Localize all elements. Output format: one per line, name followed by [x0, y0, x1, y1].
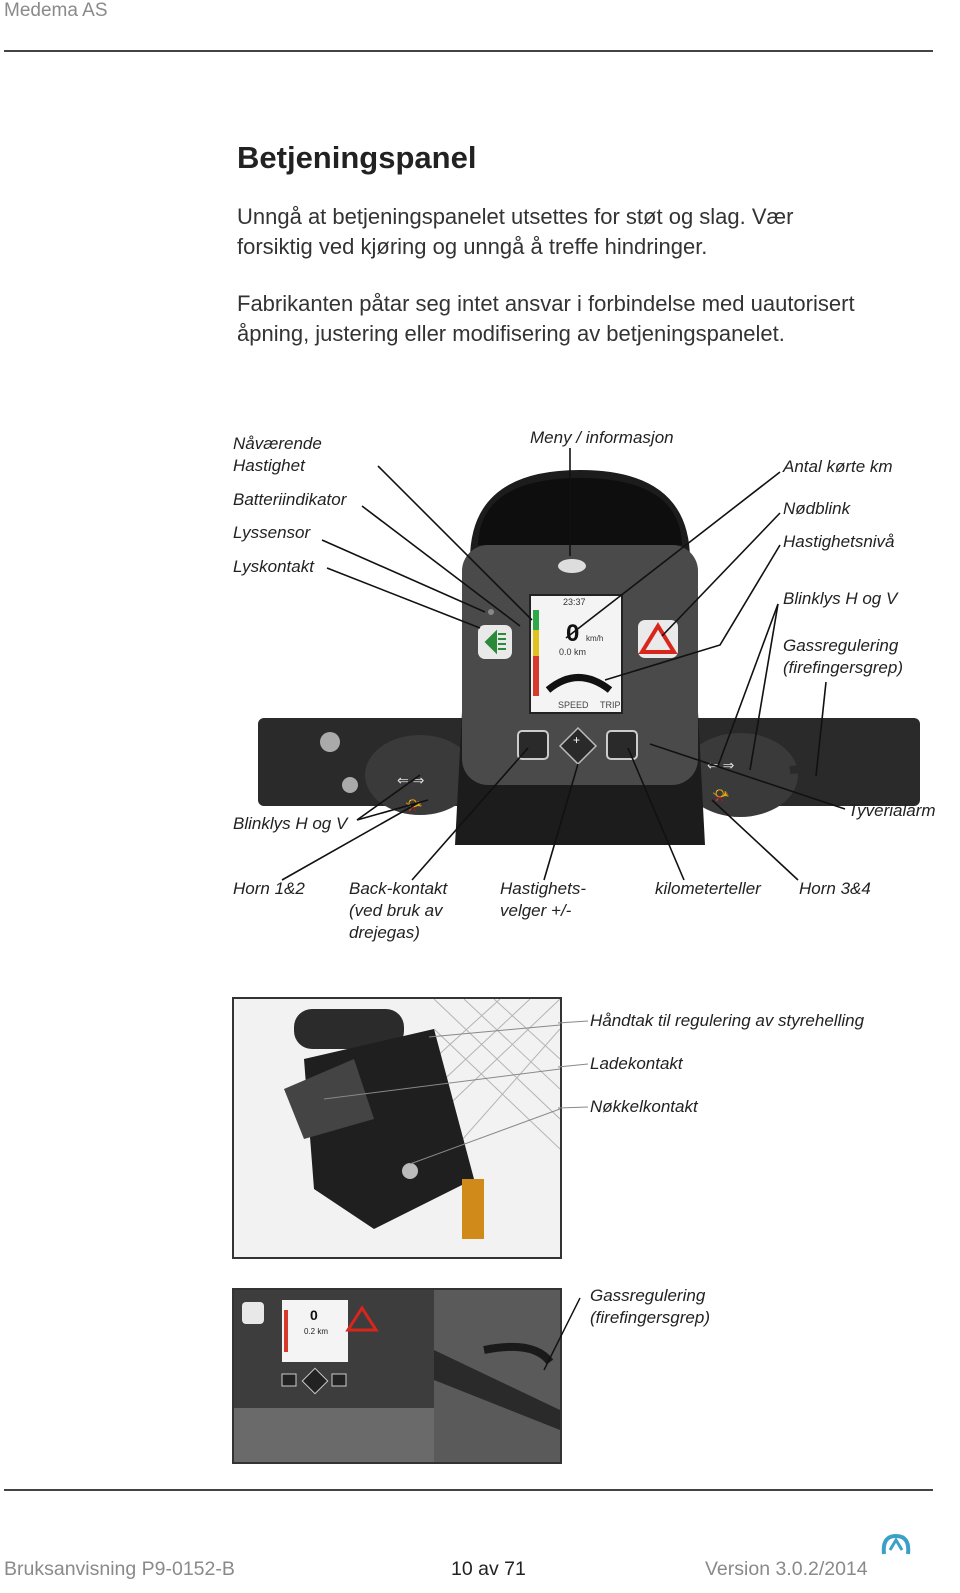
tilt-handle: [294, 1009, 404, 1049]
photo2-leader-lines: [558, 1020, 589, 1109]
panel-hood: [478, 478, 682, 545]
right-horn-icon: 📯: [712, 787, 730, 803]
label-throttle: Gassregulering (firefingersgrep): [783, 635, 903, 679]
label-indicators-left: Blinklys H og V: [233, 814, 348, 833]
display-screen: [529, 594, 623, 714]
left-screw-icon: [320, 732, 340, 752]
intro-paragraph: Unngå at betjeningspanelet utsettes for …: [237, 202, 937, 262]
label-speed-level: Hastighetsnivå: [783, 532, 895, 551]
headlight-icon: [484, 629, 506, 655]
header-divider: [4, 50, 933, 52]
throttle-drawing: 0 0.2 km: [234, 1290, 560, 1462]
plus-icon: +: [573, 733, 580, 747]
menu-sensor-icon: [558, 559, 586, 573]
label-light-sensor: Lyssensor: [233, 523, 311, 542]
speed-bar-yellow: [533, 630, 539, 656]
right-indicator-arrows-icon: ⇐ ⇒: [707, 757, 735, 773]
label-horn-1-2: Horn 1&2: [233, 879, 305, 898]
screen-trip: 0.0 km: [559, 647, 586, 657]
page-title: Betjeningspanel: [237, 140, 477, 175]
photo3-hazard-icon: [345, 1305, 379, 1332]
label-battery: Batteriindikator: [233, 490, 347, 509]
throttle-photo: 0 0.2 km: [232, 1288, 562, 1464]
label-speed-selector-line-2: velger +/-: [500, 901, 572, 920]
label-tilt-handle: Håndtak til regulering av styrehelling: [590, 1011, 865, 1030]
photo3-throttle-lever: [483, 1342, 554, 1365]
label-light-switch: Lyskontakt: [233, 557, 314, 576]
label-speed-selector-line-1: Hastighets-: [500, 879, 586, 898]
label-back-line-2: (ved bruk av: [349, 901, 443, 920]
speed-gauge-arc: [545, 674, 613, 693]
photo3-handlebar: [434, 1350, 560, 1430]
label-current-speed-line-2: Hastighet: [233, 456, 305, 475]
key-switch-icon: [402, 1163, 418, 1179]
screen-unit: km/h: [586, 634, 603, 643]
label-km-driven: Antal kørte km: [783, 457, 893, 476]
label-current-speed-line-1: Nåværende: [233, 434, 322, 453]
label-photo3-throttle: Gassregulering (firefingersgrep): [590, 1285, 710, 1329]
left-indicator-arrows-icon: ⇐ ⇒: [397, 772, 425, 788]
steering-column-photo: [232, 997, 562, 1259]
label-key-switch: Nøkkelkontakt: [590, 1097, 698, 1116]
label-back-switch: Back-kontakt (ved bruk av drejegas): [349, 878, 447, 944]
basket-mesh: [433, 999, 560, 1150]
label-charge-port: Ladekontakt: [590, 1054, 683, 1073]
medema-logo-icon: [881, 1533, 911, 1555]
label-photo3-throttle-line-1: Gassregulering: [590, 1286, 706, 1305]
photo3-screen-speed: 0: [310, 1307, 318, 1323]
label-speed-selector: Hastighets- velger +/-: [500, 878, 586, 922]
label-odometer: kilometerteller: [655, 879, 761, 898]
footer-divider: [4, 1489, 933, 1491]
intro-line-2: forsiktig ved kjøring og unngå å treffe …: [237, 234, 708, 259]
footer-document-id: Bruksanvisning P9-0152-B: [4, 1558, 235, 1580]
disclaimer-line-2: åpning, justering eller modifisering av …: [237, 321, 785, 346]
photo3-screen-trip: 0.2 km: [304, 1327, 328, 1336]
light-sensor-icon: [488, 609, 494, 615]
label-horn-3-4: Horn 3&4: [799, 879, 871, 898]
odometer-button-icon: [606, 730, 638, 760]
hazard-triangle-icon: [638, 622, 678, 654]
label-hazard: Nødblink: [783, 499, 851, 518]
label-back-line-1: Back-kontakt: [349, 879, 448, 898]
label-throttle-line-2: (firefingersgrep): [783, 658, 903, 677]
company-name: Medema AS: [4, 0, 108, 21]
screen-clock: 23:37: [563, 597, 586, 607]
leader-lines: [281, 448, 846, 881]
photo3-light-button-icon: [242, 1302, 264, 1324]
floor-mat: [234, 1408, 434, 1462]
photo3-screen: [282, 1300, 348, 1362]
right-switch-housing: [682, 733, 798, 817]
footer-version: Version 3.0.2/2014: [705, 1558, 868, 1580]
intro-line-1: Unngå at betjeningspanelet utsettes for …: [237, 204, 794, 229]
label-menu-info: Meny / informasjon: [530, 428, 674, 447]
steering-column-drawing: [234, 999, 560, 1257]
screen-trip-label: TRIP: [600, 700, 621, 710]
label-theft-alarm: Tyverialarm: [848, 801, 936, 820]
reflector: [462, 1179, 484, 1239]
footer-page-number: 10 av 71: [451, 1558, 526, 1580]
label-current-speed: Nåværende Hastighet: [233, 433, 322, 477]
charge-flap: [284, 1059, 374, 1139]
screen-speed-label: SPEED: [558, 700, 589, 710]
throttle-lever: [789, 765, 843, 791]
label-throttle-line-1: Gassregulering: [783, 636, 899, 655]
left-screw-2-icon: [342, 777, 358, 793]
disclaimer-paragraph: Fabrikanten påtar seg intet ansvar i for…: [237, 289, 937, 349]
disclaimer-line-1: Fabrikanten påtar seg intet ansvar i for…: [237, 291, 855, 316]
photo3-leader-line: [543, 1297, 581, 1371]
speed-bar-green: [533, 610, 539, 630]
label-indicators-right: Blinklys H og V: [783, 589, 898, 608]
label-photo3-throttle-line-2: (firefingersgrep): [590, 1308, 710, 1327]
speed-bar-red: [533, 656, 539, 696]
label-back-line-3: drejegas): [349, 923, 420, 942]
